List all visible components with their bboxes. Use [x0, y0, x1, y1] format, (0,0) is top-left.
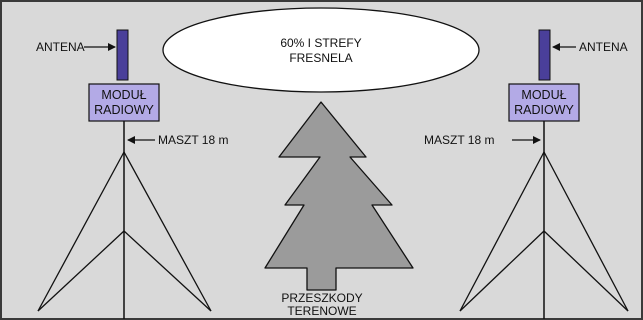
tree-icon: [264, 101, 414, 291]
right-mast-label: MASZT 18 m: [424, 133, 494, 147]
right-module-line2: RADIOWY: [514, 103, 574, 117]
right-antenna-label: ANTENA: [579, 40, 628, 54]
left-mast-label: MASZT 18 m: [158, 133, 228, 147]
fresnel-label-line2: FRESNELA: [289, 51, 352, 65]
obstacle-label-line2: TERENOWE: [287, 304, 356, 318]
left-radio-module: [88, 83, 160, 122]
right-module-line1: MODUŁ: [521, 88, 566, 102]
left-antenna-icon: [116, 29, 129, 81]
right-mast-guy-wires: [459, 151, 629, 312]
fresnel-zone-ellipse: [162, 7, 480, 93]
left-mast-guy-wires: [37, 151, 212, 312]
left-module-line2: RADIOWY: [94, 103, 154, 117]
left-station: MODUŁ RADIOWY ANTENA MASZT 18 m: [36, 29, 228, 319]
left-antenna-label: ANTENA: [36, 40, 85, 54]
obstacle-label-line1: PRZESZKODY: [281, 291, 362, 305]
right-antenna-icon: [538, 29, 551, 81]
left-module-line1: MODUŁ: [101, 88, 146, 102]
right-station: MODUŁ RADIOWY ANTENA MASZT 18 m: [424, 29, 629, 319]
fresnel-label-line1: 60% I STREFY: [280, 36, 361, 50]
right-radio-module: [508, 83, 580, 122]
